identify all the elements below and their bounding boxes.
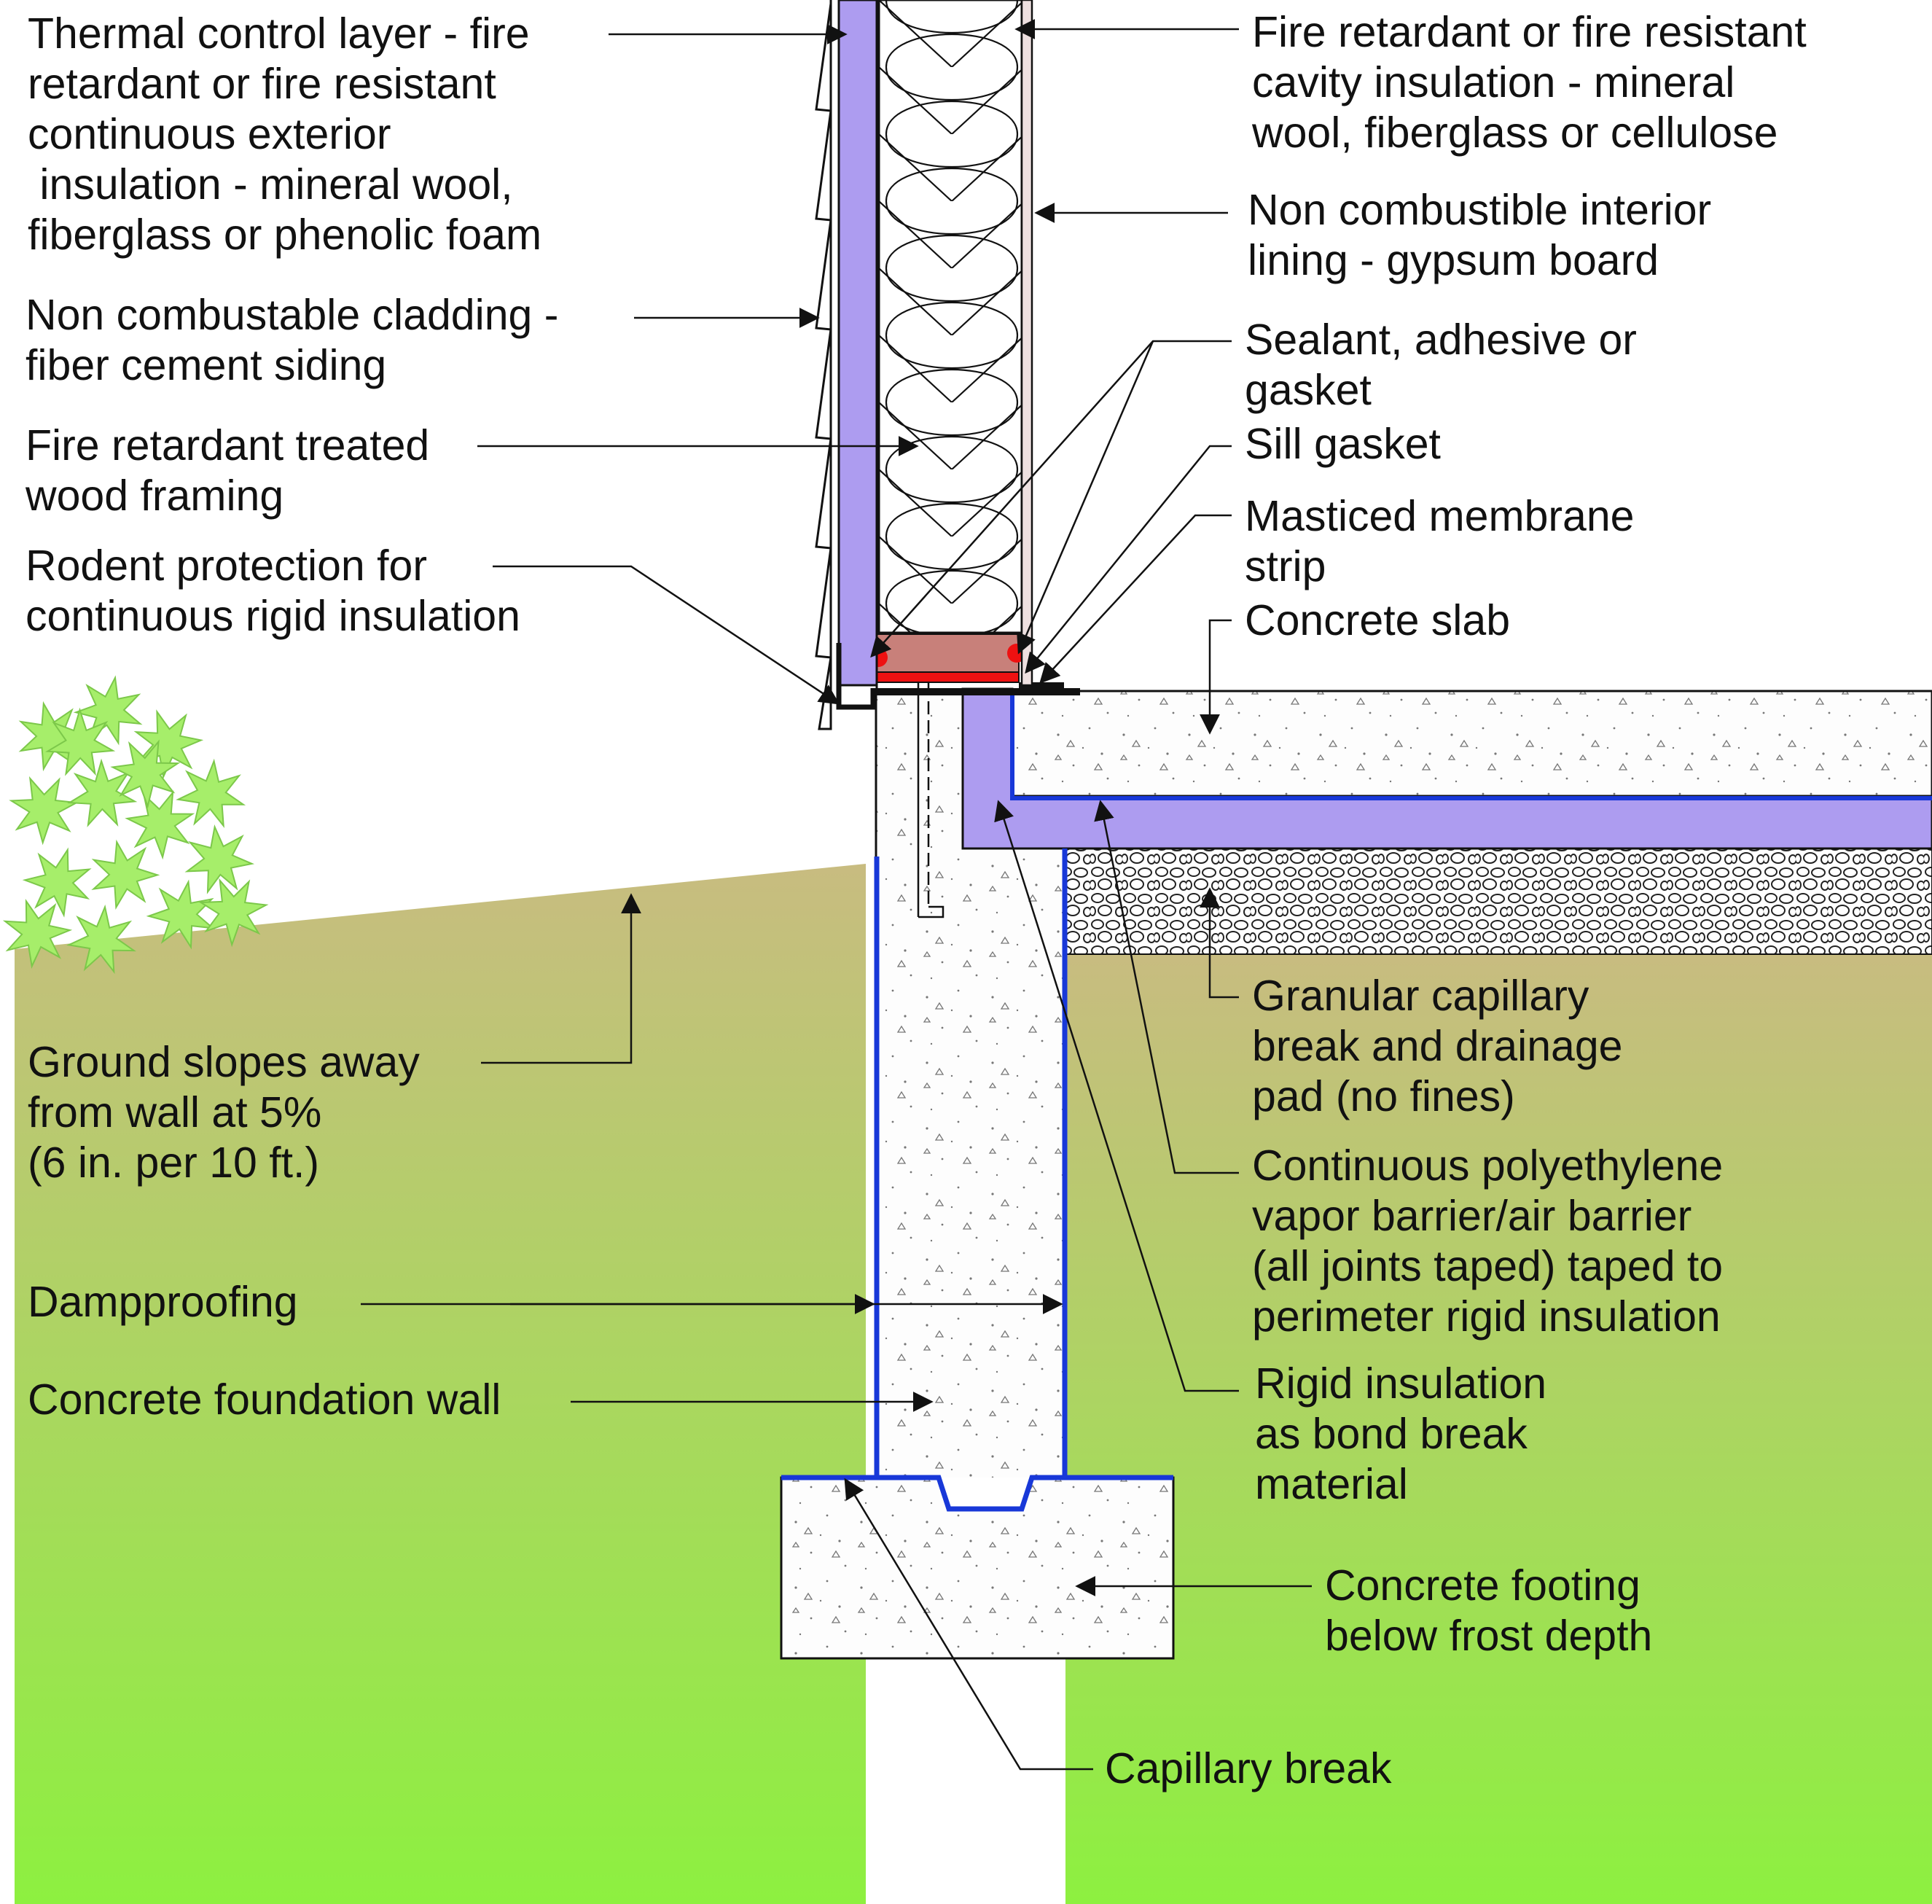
shrub-icon xyxy=(2,675,269,975)
label-ground-slope: Ground slopes away from wall at 5% (6 in… xyxy=(28,1038,420,1187)
label-vapor-barrier: Continuous polyethylene vapor barrier/ai… xyxy=(1252,1142,1724,1341)
exterior-insulation xyxy=(837,0,878,687)
shrub-leaf xyxy=(146,879,216,950)
shrub-leaf xyxy=(91,839,160,910)
label-foundation-wall: Concrete foundation wall xyxy=(28,1376,501,1424)
ground xyxy=(15,864,866,1904)
leader-lines xyxy=(361,19,1312,1771)
sill-gasket xyxy=(876,688,1080,695)
shrub-leaf xyxy=(45,707,116,776)
label-concrete-slab: Concrete slab xyxy=(1245,596,1511,644)
shrub-leaf xyxy=(9,776,79,846)
label-cavity-insulation: Fire retardant or fire resistant cavity … xyxy=(1252,8,1807,157)
label-concrete-footing: Concrete footing below frost depth xyxy=(1325,1561,1653,1660)
label-membrane-strip: Masticed membrane strip xyxy=(1245,492,1635,590)
label-sealant: Sealant, adhesive or gasket xyxy=(1245,316,1637,414)
sill-plate xyxy=(872,633,1020,673)
shrub-leaf xyxy=(73,675,143,746)
shrub-leaf xyxy=(198,878,269,948)
granular-drainage-pad xyxy=(1065,848,1932,955)
label-sill-gasket: Sill gasket xyxy=(1245,420,1441,468)
concrete-slab xyxy=(1008,690,1932,797)
shrub-leaf xyxy=(184,824,255,894)
label-dampproofing: Dampproofing xyxy=(28,1278,298,1326)
label-rodent-protection: Rodent protection for continuous rigid i… xyxy=(26,542,520,640)
label-cladding: Non combustable cladding - fiber cement … xyxy=(26,291,559,389)
label-rigid-insulation: Rigid insulation as bond break material xyxy=(1255,1359,1547,1508)
ground-under-slab xyxy=(1065,954,1932,1904)
shrub-leaf xyxy=(125,790,195,860)
rodent-protection xyxy=(836,643,876,710)
gypsum-board xyxy=(1020,0,1033,687)
shrub-leaf xyxy=(2,898,73,969)
fiber-cement-siding xyxy=(815,0,832,730)
label-framing: Fire retardant treated wood framing xyxy=(26,421,430,520)
shrub-leaf xyxy=(66,904,137,975)
sill-plate-red xyxy=(875,671,1020,683)
shrub-leaf xyxy=(22,847,92,918)
vapor-barrier-line xyxy=(1010,689,1932,800)
shrub-leaf xyxy=(176,758,246,829)
label-interior-lining: Non combustible interior lining - gypsum… xyxy=(1248,186,1712,284)
cavity-insulation xyxy=(877,0,1023,634)
label-thermal-control: Thermal control layer - fire retardant o… xyxy=(28,9,542,259)
label-capillary-break: Capillary break xyxy=(1105,1744,1392,1792)
shrub-leaf xyxy=(67,758,138,827)
shrub-leaf xyxy=(18,701,87,772)
shrub-leaf xyxy=(110,739,181,809)
capillary-break-line xyxy=(781,1475,1173,1512)
label-granular-pad: Granular capillary break and drainage pa… xyxy=(1252,972,1623,1120)
